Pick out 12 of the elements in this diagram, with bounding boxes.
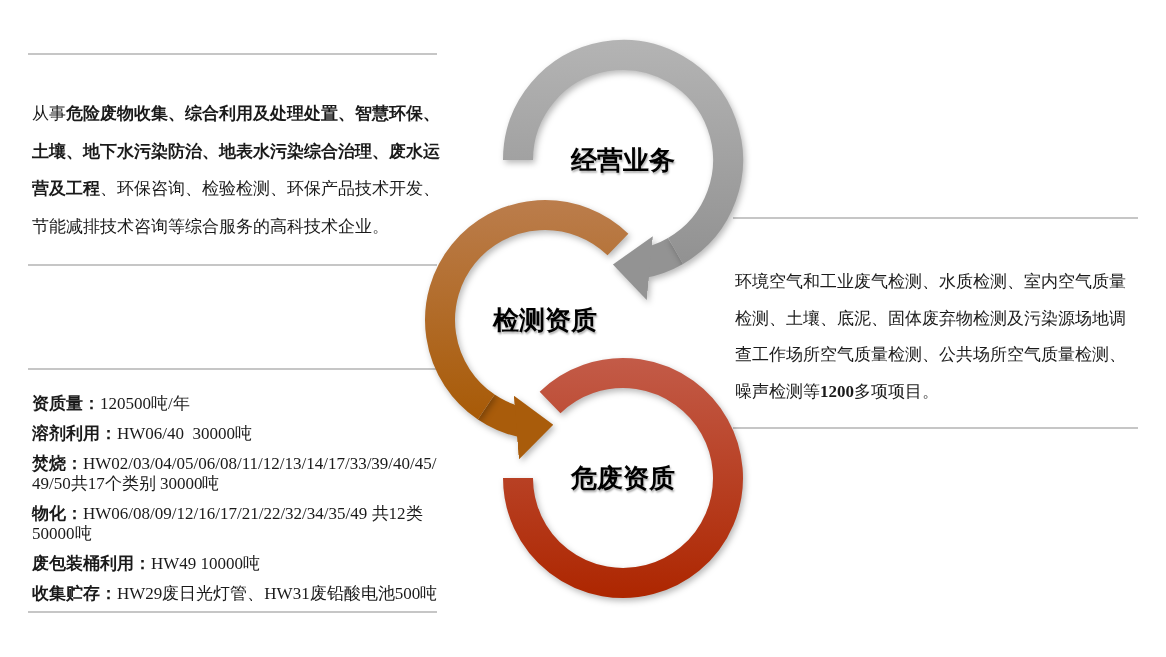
description-text: 环境空气和工业废气检测、水质检测、室内空气质量检测、土壤、底泥、固体废弃物检测及污染源场地调查工作场所空气质量检测、公共场所空气质量检测、噪声检测等1200多项项目。 [735,271,1127,404]
list-item: 收集贮存：HW29废日光灯管、HW31废铅酸电池500吨 [32,584,439,604]
ring-title: 经营业务 [571,145,675,175]
curved-arrow [612,233,683,298]
list-item: 废包装桶利用：HW49 10000吨 [32,554,262,574]
description-text: 从事危险废物收集、综合利用及处理处置、智慧环保、土壤、地下水污染防治、地表水污染综合治理、废水运营及工程、环保咨询、检验检测、环保产品技术开发、节能减排技术咨询等综合服务的高科技术企业。 [32,103,441,238]
ring-title: 危废资质 [571,463,675,493]
list-item: 溶剂利用：HW06/40 30000吨 [32,424,254,444]
ring-title: 检测资质 [493,305,597,335]
list-item: 资质量：120500吨/年 [32,394,191,414]
list-item: 焚烧：HW02/03/04/05/06/08/11/12/13/14/17/33/39/40/45/49/50共17个类别 30000吨 [32,454,438,494]
list-item: 物化：HW06/08/09/12/16/17/21/22/32/34/35/49 共12类 50000吨 [32,504,424,544]
